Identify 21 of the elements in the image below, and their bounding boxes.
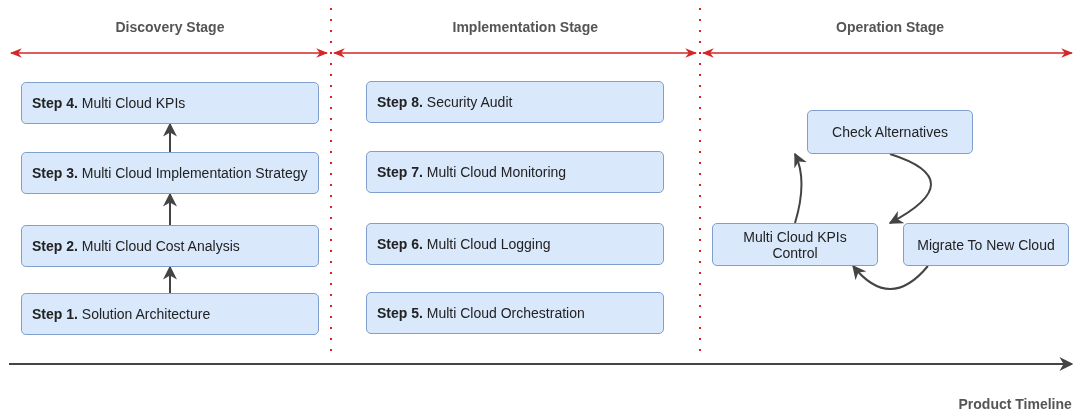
process-box: Step 4. Multi Cloud KPIs bbox=[21, 82, 319, 124]
arrow bbox=[852, 264, 929, 290]
arrow bbox=[163, 265, 177, 294]
process-box: Step 5. Multi Cloud Orchestration bbox=[366, 292, 664, 334]
process-box: Step 8. Security Audit bbox=[366, 81, 664, 123]
process-box: Migrate To New Cloud bbox=[903, 223, 1069, 266]
stage-title: Implementation Stage bbox=[452, 19, 598, 35]
stage-title: Discovery Stage bbox=[115, 19, 225, 35]
process-box: Step 3. Multi Cloud Implementation Strategy bbox=[21, 152, 319, 194]
arrow bbox=[888, 153, 932, 224]
process-box: Step 2. Multi Cloud Cost Analysis bbox=[21, 225, 319, 267]
process-box: Step 6. Multi Cloud Logging bbox=[366, 223, 664, 265]
arrow bbox=[793, 152, 807, 224]
arrow bbox=[163, 122, 177, 153]
process-box: Step 7. Multi Cloud Monitoring bbox=[366, 151, 664, 193]
process-box: Check Alternatives bbox=[807, 110, 973, 154]
arrow bbox=[163, 192, 177, 226]
process-box: Multi Cloud KPIs Control bbox=[712, 223, 878, 266]
stage-title: Operation Stage bbox=[836, 19, 945, 35]
process-box: Step 1. Solution Architecture bbox=[21, 293, 319, 335]
axis-label: Product Timeline bbox=[958, 396, 1072, 412]
